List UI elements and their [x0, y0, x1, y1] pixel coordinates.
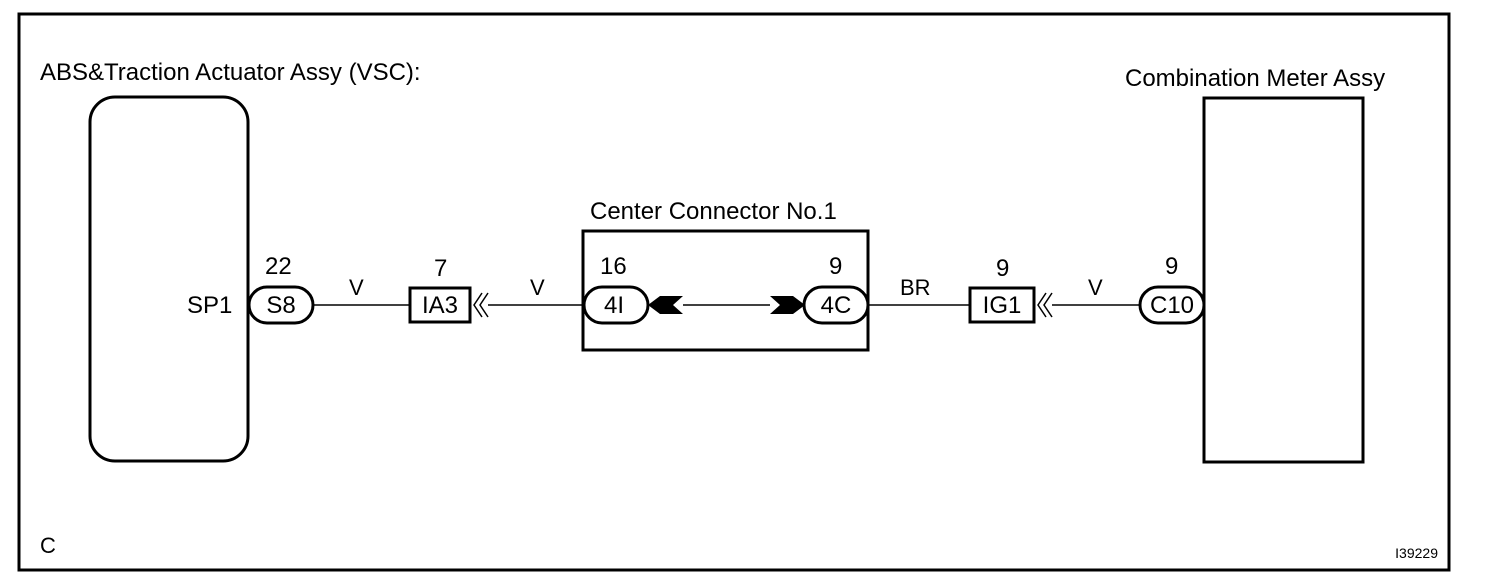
corner-letter: C	[40, 533, 56, 558]
figure-id: I39229	[1395, 545, 1438, 561]
ig1-plug-chevron-icon	[1037, 292, 1053, 318]
s8-connector-label: S8	[266, 292, 295, 319]
diagram-frame	[17, 12, 1451, 572]
combination-meter-box	[1202, 96, 1365, 464]
wire-color-4: V	[1088, 275, 1103, 300]
wire-color-2: V	[530, 275, 545, 300]
c10-connector	[1138, 285, 1206, 325]
right-jack-arrow-icon	[770, 296, 805, 314]
left-jack-arrow-icon	[648, 296, 683, 314]
4c-connector-label: 4C	[821, 292, 852, 319]
center-connector-box	[581, 229, 870, 352]
wire-color-1: V	[349, 275, 364, 300]
ia3-plug-chevron-icon	[473, 292, 489, 318]
abs-actuator-label: ABS&Traction Actuator Assy (VSC):	[40, 59, 421, 86]
ia3-pin-number: 7	[434, 255, 447, 282]
ig1-junction	[968, 286, 1036, 324]
ig1-pin-number: 9	[996, 255, 1009, 282]
abs-actuator-box	[88, 95, 250, 463]
meter-pin-number: 9	[1165, 253, 1178, 280]
center-left-pin-number: 16	[600, 253, 627, 280]
wire-color-3: BR	[900, 275, 931, 300]
abs-pin-number: 22	[265, 253, 292, 280]
4i-connector-label: 4I	[604, 292, 624, 319]
combination-meter-label: Combination Meter Assy	[1125, 65, 1385, 92]
center-connector-label: Center Connector No.1	[590, 198, 837, 225]
sp1-terminal-label: SP1	[187, 292, 232, 319]
c10-connector-label: C10	[1150, 292, 1194, 319]
ia3-junction	[408, 286, 472, 324]
ig1-junction-label: IG1	[983, 292, 1022, 319]
ia3-junction-label: IA3	[422, 292, 458, 319]
center-right-pin-number: 9	[829, 253, 842, 280]
